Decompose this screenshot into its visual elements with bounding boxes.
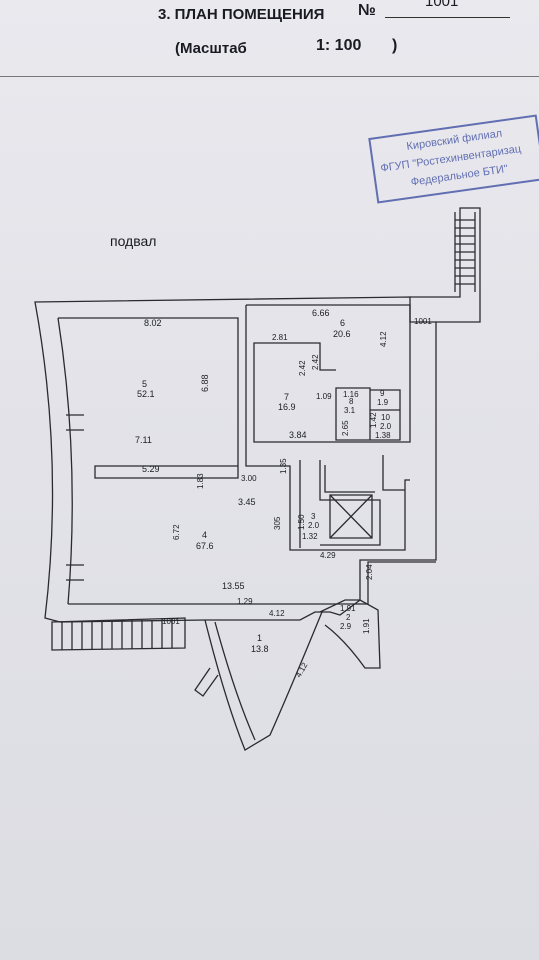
room-3-area: 2.0 bbox=[308, 521, 320, 530]
number-underline bbox=[385, 17, 510, 18]
room-3-id: 3 bbox=[311, 512, 316, 521]
dim-label: 1.16 bbox=[343, 390, 359, 399]
room-2-area: 2.9 bbox=[340, 622, 352, 631]
dim-label: 6.66 bbox=[312, 308, 330, 318]
dim-label: 305 bbox=[273, 516, 282, 530]
room-7-area: 16.9 bbox=[278, 402, 296, 412]
door-label: 1001 bbox=[162, 617, 180, 626]
room-10-id: 10 bbox=[381, 413, 390, 422]
room-6-area: 20.6 bbox=[333, 329, 351, 339]
room-6-id: 6 bbox=[340, 318, 345, 328]
dim-label: 3.84 bbox=[289, 430, 307, 440]
dim-label: 1.32 bbox=[302, 532, 318, 541]
door-label: 1001 bbox=[414, 317, 432, 326]
room-1-id: 1 bbox=[257, 633, 262, 643]
dim-label: 2.04 bbox=[365, 564, 374, 580]
room-9-area: 1.9 bbox=[377, 398, 389, 407]
dim-label: 1.09 bbox=[316, 392, 332, 401]
room-2-id: 2 bbox=[346, 613, 351, 622]
dim-label: 5.29 bbox=[142, 464, 160, 474]
dim-label: 13.55 bbox=[222, 581, 245, 591]
dim-label: 1.91 bbox=[340, 604, 356, 613]
room-4-id: 4 bbox=[202, 530, 207, 540]
scale-label: (Масштаб bbox=[175, 40, 247, 57]
room-5-id: 5 bbox=[142, 379, 147, 389]
room-8-area: 3.1 bbox=[344, 406, 356, 415]
room-10-area: 2.0 bbox=[380, 422, 392, 431]
header-rule bbox=[0, 76, 539, 77]
scale-close: ) bbox=[392, 37, 398, 54]
dim-label: 1.83 bbox=[196, 473, 205, 489]
dim-label: 4.12 bbox=[269, 609, 285, 618]
dim-label: 7.11 bbox=[135, 435, 152, 445]
dim-label: 1.50 bbox=[297, 514, 306, 530]
plan-walls bbox=[34, 207, 481, 751]
dim-label: 1.29 bbox=[237, 597, 253, 606]
room-labels: 5 52.1 6 20.6 7 16.9 8 3.1 9 1.9 10 2.0 … bbox=[137, 318, 392, 654]
dim-label: 4.12 bbox=[379, 331, 388, 347]
dim-label: 3.00 bbox=[241, 474, 257, 483]
dim-label: 2.81 bbox=[272, 333, 288, 342]
floor-label: подвал bbox=[110, 233, 157, 249]
room-7-id: 7 bbox=[284, 392, 289, 402]
room-5-area: 52.1 bbox=[137, 389, 155, 399]
dim-label: 2.65 bbox=[341, 420, 350, 436]
dim-label: 8.02 bbox=[144, 318, 162, 328]
dim-label: 3.45 bbox=[238, 497, 256, 507]
dim-label: 1.35 bbox=[279, 458, 288, 474]
room-9-id: 9 bbox=[380, 389, 385, 398]
dim-label: 1.91 bbox=[362, 618, 371, 634]
dim-label: 1.42 bbox=[369, 412, 378, 428]
number-sign: № bbox=[358, 2, 376, 19]
plan-title: 3. ПЛАН ПОМЕЩЕНИЯ bbox=[158, 6, 325, 23]
dimension-labels: 8.02 6.66 2.81 4.12 2.42 2.42 6.88 1.09 … bbox=[135, 308, 432, 679]
plan-number: 1001 bbox=[425, 0, 459, 10]
room-4-area: 67.6 bbox=[196, 541, 214, 551]
dim-label: 6.72 bbox=[172, 524, 181, 540]
dim-label: 4.12 bbox=[294, 661, 310, 679]
dim-label: 1.38 bbox=[375, 431, 391, 440]
room-1-area: 13.8 bbox=[251, 644, 269, 654]
scale-value: 1: 100 bbox=[316, 37, 362, 54]
dim-label: 2.42 bbox=[298, 360, 307, 376]
room-8-id: 8 bbox=[349, 397, 354, 406]
dim-label: 2.42 bbox=[311, 354, 320, 370]
dim-label: 6.88 bbox=[200, 374, 210, 392]
dim-label: 4.29 bbox=[320, 551, 336, 560]
